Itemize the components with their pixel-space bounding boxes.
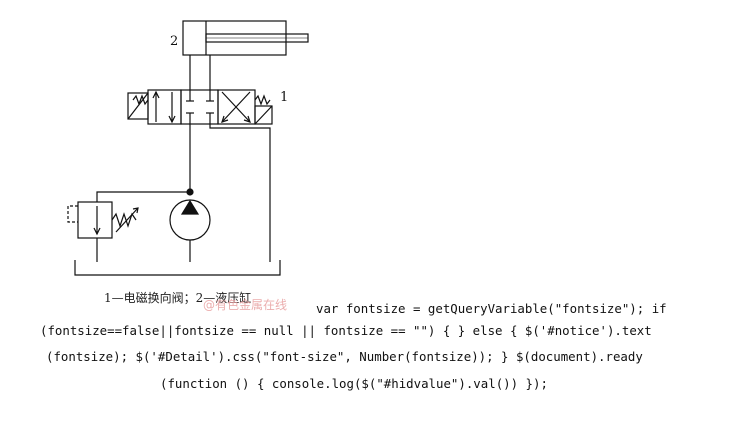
cylinder-label: 2 [170,34,178,49]
relief-valve-line [96,191,190,202]
tank [74,260,281,276]
solenoid-directional-valve [127,89,273,125]
code-line: (fontsize); $('#Detail').css("font-size"… [46,349,643,364]
code-line: (fontsize==false||fontsize == null || fo… [40,323,652,338]
return-line [209,124,271,262]
hydraulic-cylinder [182,20,309,56]
hydraulic-pump [169,199,211,262]
valve-label: 1 [280,90,288,105]
code-line: var fontsize = getQueryVariable("fontsiz… [316,301,667,316]
hydraulic-circuit-diagram: 2 1 [67,20,309,276]
code-line: (function () { console.log($("#hidvalue"… [160,376,548,391]
watermark: @有色金属在线 [203,298,288,312]
relief-valve [67,201,139,262]
cylinder-ports [189,55,211,90]
diagram-caption: 1—电磁换向阀；2—液压缸 [104,291,252,305]
